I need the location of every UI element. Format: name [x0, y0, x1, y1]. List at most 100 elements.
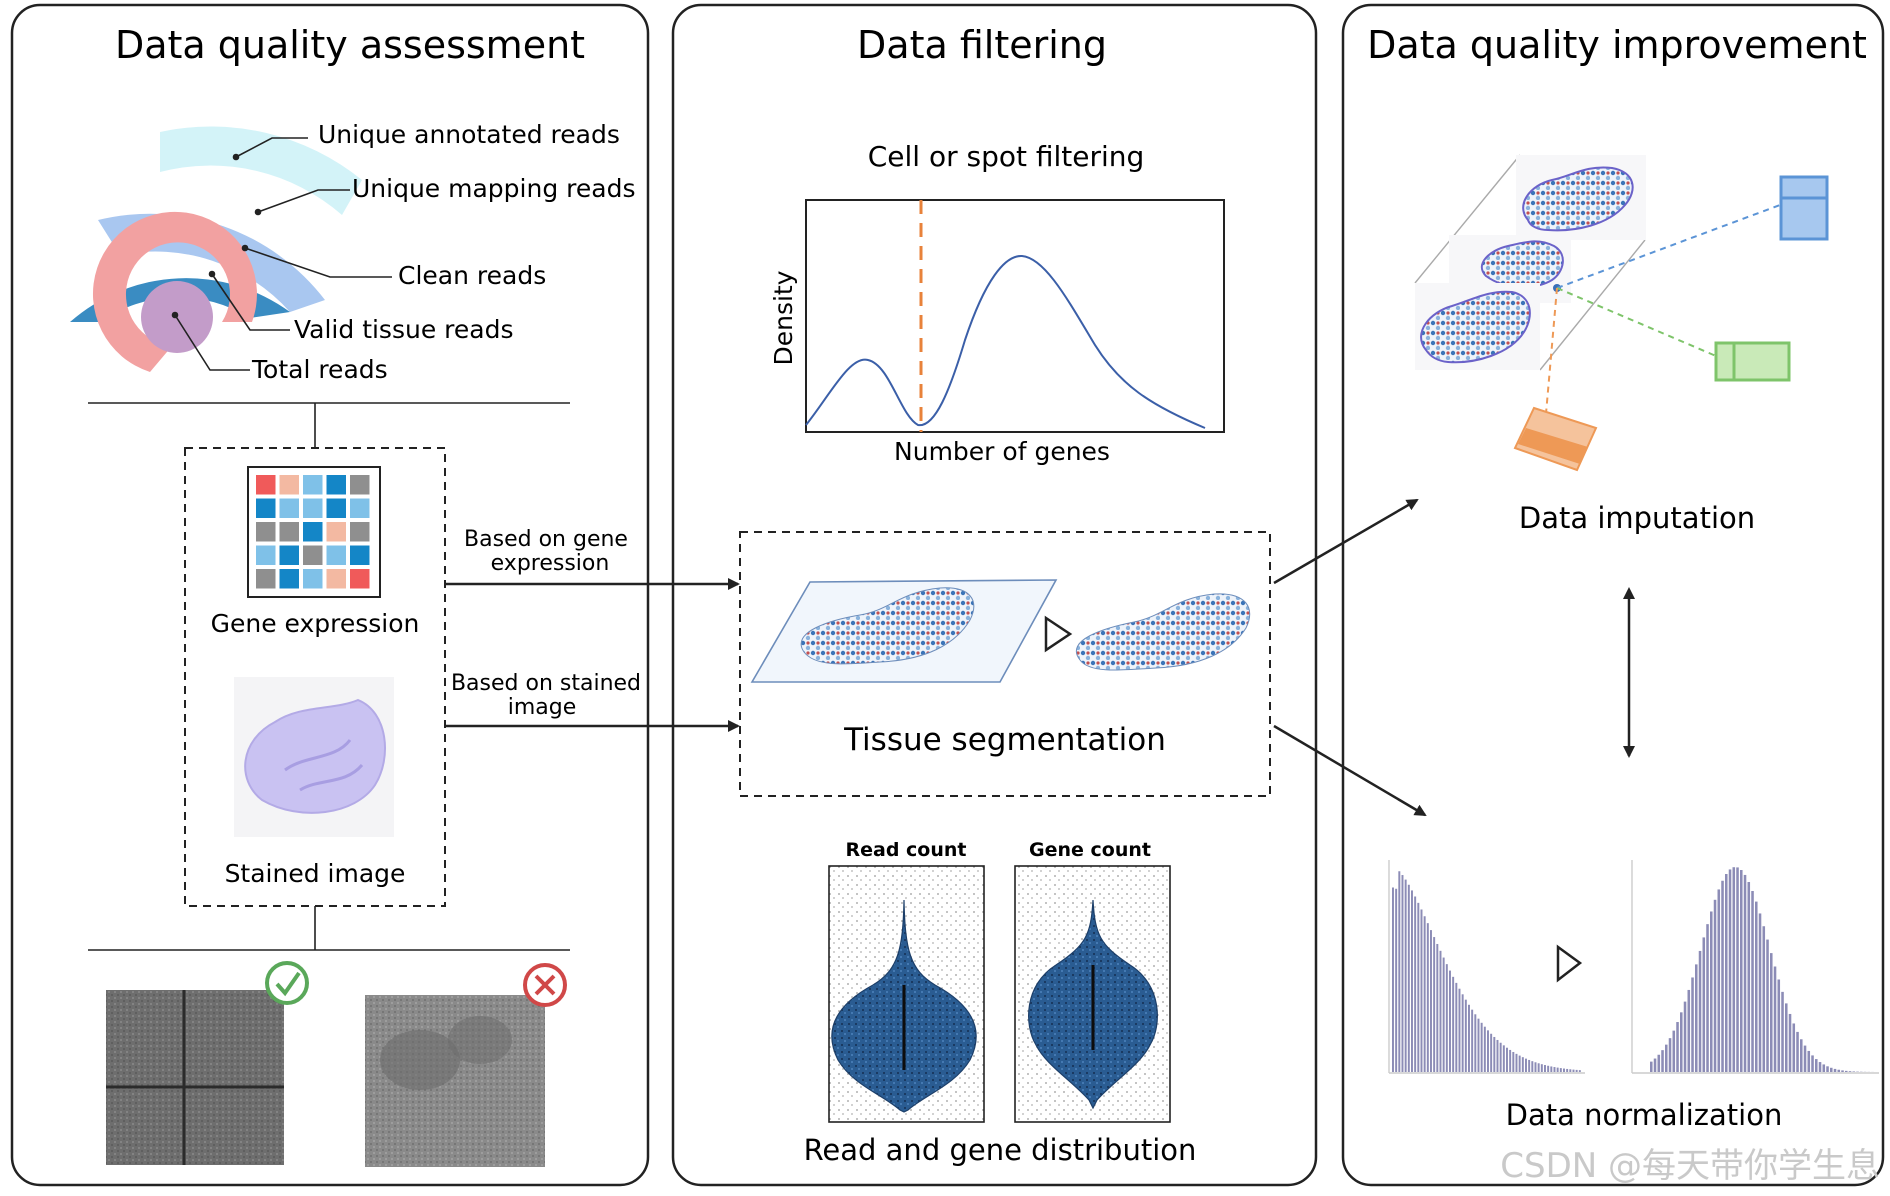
arrow-gene-expression: Based on gene expression	[446, 527, 740, 590]
histogram-bar	[1841, 1070, 1844, 1072]
label-unique-annotated-reads: Unique annotated reads	[318, 120, 620, 149]
histogram-bar	[1499, 1042, 1502, 1072]
histogram-bar	[1665, 1044, 1668, 1072]
histogram-bar	[1575, 1069, 1578, 1072]
play-icon	[1556, 944, 1583, 983]
histogram-bar	[1449, 970, 1451, 1072]
histogram-bar	[1755, 901, 1758, 1072]
histogram-bar	[1826, 1066, 1829, 1072]
panel-title: Data quality assessment	[115, 23, 585, 67]
histogram-bar	[1420, 909, 1423, 1072]
panel-data-quality-assessment: Data quality assessment Unique annot	[10, 3, 650, 1187]
leader-lines	[171, 137, 392, 371]
panel-frame	[671, 3, 1318, 1187]
histogram-bar	[1483, 1026, 1486, 1072]
heatmap-cell	[326, 545, 346, 565]
panel-frame	[10, 3, 650, 1187]
histogram-bar	[1781, 991, 1784, 1072]
tissue-segmented	[1076, 593, 1251, 671]
imputation-stack	[1414, 154, 1781, 426]
histogram-bar	[1732, 867, 1736, 1072]
histogram-bar	[1490, 1033, 1493, 1072]
histogram-bar	[1506, 1047, 1508, 1072]
label-unique-mapping-reads: Unique mapping reads	[352, 174, 635, 203]
heatmap-cell	[303, 545, 323, 565]
histogram-bar	[1550, 1066, 1553, 1072]
histogram-bar	[1547, 1065, 1550, 1072]
histogram-bar	[1401, 875, 1404, 1072]
heatmap-cell	[303, 569, 323, 589]
histogram-bar	[1458, 988, 1461, 1072]
histogram-bar	[1572, 1069, 1575, 1072]
histogram-bar	[1452, 976, 1455, 1072]
gene-count-label: Gene count	[1029, 839, 1151, 861]
histogram-bar	[1830, 1067, 1833, 1072]
cell-filtering-title: Cell or spot filtering	[868, 140, 1145, 173]
read-count-violin-plot	[828, 865, 985, 1123]
histogram-bar	[1433, 937, 1436, 1072]
histogram-bar	[1474, 1014, 1477, 1072]
histogram-bar	[1736, 867, 1739, 1072]
density-plot-frame	[805, 199, 1225, 433]
panel-title: Data quality improvement	[1367, 23, 1867, 67]
histogram-bar	[1762, 926, 1766, 1072]
imputation-blue-box	[1779, 175, 1829, 241]
histogram-bar	[1683, 1001, 1687, 1072]
heatmap-cell	[350, 569, 370, 589]
heatmap-cell	[256, 475, 276, 495]
histogram-bar	[1770, 953, 1773, 1072]
histogram-bar	[1411, 890, 1413, 1072]
histogram-bar	[1717, 889, 1721, 1072]
histogram-bar	[1676, 1022, 1679, 1072]
histogram-bar	[1528, 1059, 1531, 1072]
histogram-bar	[1461, 994, 1464, 1072]
label-clean-reads: Clean reads	[398, 261, 546, 290]
histogram-bar	[1672, 1030, 1676, 1072]
histogram-bar	[1512, 1051, 1515, 1072]
histogram-bar	[1578, 1070, 1581, 1072]
histogram-bar	[1710, 911, 1713, 1072]
heatmap-cell	[303, 522, 323, 542]
histogram-bar	[1758, 913, 1762, 1072]
histogram-bar	[1687, 989, 1691, 1072]
histogram-bar	[1553, 1067, 1556, 1072]
histogram-bar	[1777, 979, 1781, 1072]
histogram-bar	[1740, 870, 1743, 1072]
label-gene-expression: Gene expression	[211, 609, 420, 638]
arrow-label-stained-2: image	[508, 695, 577, 720]
reads-arc-diagram: Unique annotated reads Unique mapping re…	[70, 120, 635, 384]
density-axis-label: Density	[769, 270, 798, 365]
histogram-bar	[1653, 1058, 1657, 1072]
heatmap-cell	[256, 545, 276, 565]
histogram-bar	[1392, 887, 1394, 1072]
skewed-histogram	[1388, 860, 1585, 1074]
heatmap-cell	[326, 498, 346, 518]
histogram-bar	[1537, 1063, 1540, 1072]
histogram-bar	[1445, 964, 1448, 1072]
histogram-bar	[1531, 1061, 1534, 1072]
histogram-bar	[1822, 1064, 1826, 1072]
normal-histogram	[1631, 860, 1879, 1074]
heatmap-cell	[256, 498, 276, 518]
gene-count-violin-plot	[1014, 865, 1171, 1123]
histogram-bar	[1657, 1054, 1661, 1072]
bad-quality-image	[365, 995, 545, 1167]
histogram-bar	[1455, 982, 1458, 1072]
histogram-bar	[1407, 884, 1410, 1072]
data-normalization-label: Data normalization	[1506, 1098, 1783, 1132]
arrow-to-normalization	[1273, 724, 1427, 817]
histogram-bar	[1845, 1070, 1848, 1072]
arc-valid-tissue-reads	[92, 211, 257, 372]
histogram-bar	[1417, 902, 1420, 1072]
label-total-reads: Total reads	[251, 355, 388, 384]
panel-frame	[1341, 3, 1885, 1187]
heatmap-cell	[279, 475, 299, 495]
histogram-bar	[1398, 871, 1401, 1072]
histogram-bar	[1788, 1013, 1792, 1072]
histogram-bar	[1487, 1030, 1489, 1072]
histogram-bar	[1493, 1036, 1496, 1072]
gene-expression-heatmap	[247, 466, 381, 598]
label-stained-image: Stained image	[225, 859, 406, 888]
read-count-label: Read count	[845, 839, 966, 861]
histogram-bar	[1556, 1067, 1559, 1072]
